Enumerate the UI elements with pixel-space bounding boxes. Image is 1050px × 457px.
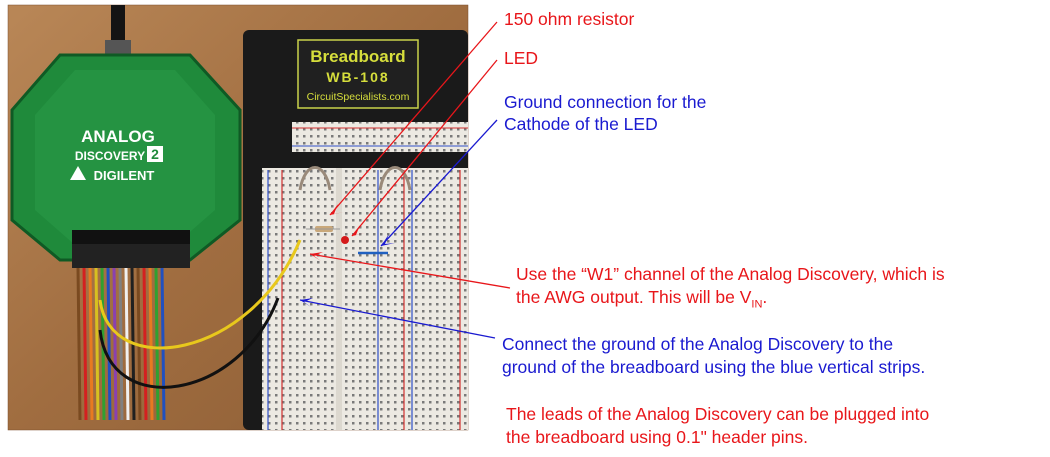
annotation-leads-line2: the breadboard using 0.1" header pins. <box>506 427 808 447</box>
annotation-ground-line2: Cathode of the LED <box>504 114 658 134</box>
annotation-gnd-line2: ground of the breadboard using the blue … <box>502 357 926 377</box>
lead-wires <box>76 267 166 421</box>
device-brand-line2: DISCOVERY <box>75 149 145 163</box>
annotation-w1-line2: the AWG output. This will be VIN. <box>516 287 767 316</box>
digilent-logo-icon <box>70 166 86 180</box>
annotation-w1-suffix: . <box>762 287 768 307</box>
breadboard-vendor: CircuitSpecialists.com <box>307 91 410 103</box>
device-brand-line1: ANALOG <box>81 127 155 146</box>
breadboard-title: Breadboard <box>310 47 405 66</box>
annotation-ground-line1: Ground connection for the <box>504 92 707 112</box>
ground-wire <box>98 297 280 389</box>
annotation-w1-subscript: IN <box>751 298 763 311</box>
annotation-arrows <box>299 21 511 339</box>
w1-wire <box>98 239 302 350</box>
led <box>341 236 349 244</box>
top-power-rail <box>292 122 468 152</box>
breadboard-model: WB-108 <box>326 69 389 85</box>
analog-discovery-device: ANALOG DISCOVERY 2 DIGILENT <box>10 5 242 268</box>
annotation-gnd-line1: Connect the ground of the Analog Discove… <box>502 334 894 354</box>
annotation-leads-line1: The leads of the Analog Discovery can be… <box>506 404 930 424</box>
breadboard-label: Breadboard WB-108 CircuitSpecialists.com <box>297 39 419 109</box>
breadboard-main <box>262 168 468 430</box>
annotation-resistor: 150 ohm resistor <box>504 9 635 29</box>
device-brand-number: 2 <box>151 146 159 162</box>
annotation-w1-text: the AWG output. This will be V <box>516 287 752 307</box>
device-maker: DIGILENT <box>94 168 155 183</box>
annotation-led: LED <box>504 48 539 68</box>
annotation-w1-line1: Use the “W1” channel of the Analog Disco… <box>516 264 945 284</box>
